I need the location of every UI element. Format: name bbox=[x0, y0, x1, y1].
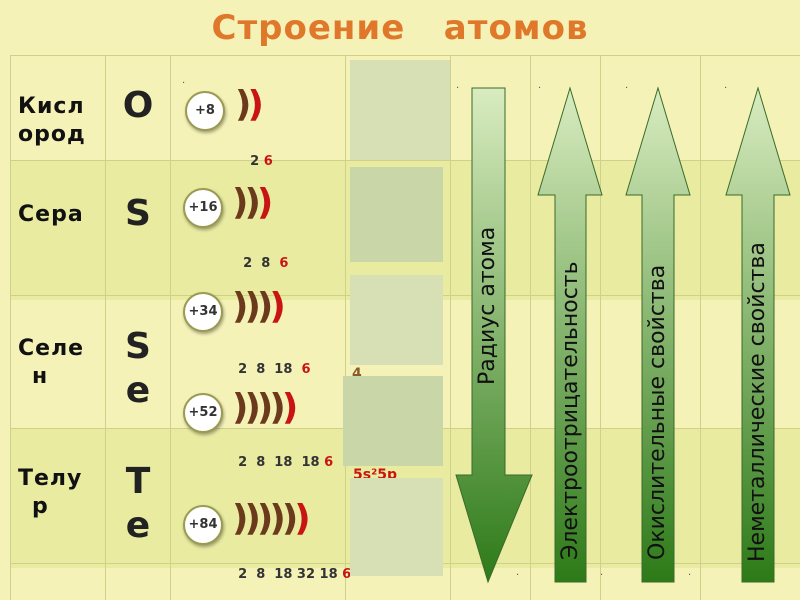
grid-line bbox=[600, 55, 601, 600]
element-symbol-sulfur: S bbox=[113, 193, 163, 234]
dot: · bbox=[538, 83, 542, 94]
element-name-line: Телу bbox=[18, 466, 83, 491]
element-symbol-letter: T bbox=[125, 461, 151, 502]
cover-box bbox=[343, 376, 443, 466]
grid-line bbox=[345, 55, 346, 600]
nucleus-charge-oxygen: +8 bbox=[185, 91, 225, 131]
nucleus-charge-52: +52 bbox=[183, 393, 223, 433]
element-name-oxygen: Кисл ород bbox=[18, 93, 86, 149]
element-name-line: ород bbox=[18, 122, 86, 147]
cover-box bbox=[350, 167, 443, 262]
element-symbol-selenium: S e bbox=[113, 325, 163, 413]
cover-box bbox=[350, 275, 443, 365]
arrow-up-nonmetallic bbox=[725, 86, 791, 583]
nucleus-charge-tellurium: +84 bbox=[183, 505, 223, 545]
element-name-line: Селе bbox=[18, 336, 85, 361]
arrow-label-oxidizing: Окислительные свойства bbox=[645, 264, 670, 560]
element-symbol-letter: e bbox=[125, 505, 151, 546]
element-name-selenium: Селе н bbox=[18, 335, 84, 391]
grid-line bbox=[450, 55, 451, 600]
element-name-line: н bbox=[32, 364, 49, 389]
element-name-tellurium: Телу р bbox=[18, 465, 82, 521]
grid-line bbox=[700, 55, 701, 600]
element-symbol-letter: S bbox=[125, 326, 151, 367]
element-name-line: р bbox=[32, 494, 49, 519]
cover-box bbox=[350, 60, 450, 160]
nucleus-charge-sulfur: +16 bbox=[183, 188, 223, 228]
grid-line bbox=[170, 55, 171, 600]
element-name-line: Кисл bbox=[18, 94, 85, 119]
dot: · bbox=[516, 570, 520, 581]
arrow-label-nonmetallic: Неметаллические свойства bbox=[745, 242, 770, 562]
element-symbol-oxygen: O bbox=[113, 85, 163, 126]
grid-line bbox=[530, 55, 531, 600]
grid-line bbox=[10, 55, 11, 600]
electron-config-oxygen: 2 6 bbox=[250, 154, 273, 169]
element-name-line: Сера bbox=[18, 202, 84, 227]
dot: · bbox=[688, 570, 692, 581]
page-title: Строение атомов bbox=[211, 8, 589, 48]
electron-config-52: 2 8 18 18 6 bbox=[238, 455, 334, 470]
electron-config-tellurium: 2 8 18 32 18 6 bbox=[238, 567, 352, 582]
cover-box bbox=[350, 478, 443, 576]
grid-line bbox=[10, 55, 800, 56]
grid-line bbox=[10, 160, 800, 161]
element-symbol-letter: O bbox=[122, 85, 154, 126]
dot: · bbox=[724, 83, 728, 94]
arrow-down-radius bbox=[455, 87, 533, 584]
element-symbol-tellurium: T e bbox=[113, 460, 163, 548]
element-symbol-letter: S bbox=[125, 193, 151, 234]
electron-shells-selenium: )))) bbox=[232, 286, 286, 327]
electron-config-sulfur: 2 8 6 bbox=[243, 256, 289, 271]
grid-line bbox=[105, 55, 106, 600]
dot: · bbox=[625, 83, 629, 94]
dot: · bbox=[456, 83, 460, 94]
element-name-sulfur: Сера bbox=[18, 201, 84, 229]
arrow-label-electronegativity: Электроотрицательность bbox=[558, 261, 583, 560]
dot: · bbox=[182, 78, 186, 89]
nucleus-charge-selenium: +34 bbox=[183, 292, 223, 332]
arrow-up-electronegativity bbox=[537, 86, 603, 583]
element-symbol-letter: e bbox=[125, 370, 151, 411]
partial-digit: 4 bbox=[352, 366, 362, 382]
arrow-label-radius: Радиус атома bbox=[475, 226, 500, 385]
dot: · bbox=[600, 570, 604, 581]
electron-config-selenium: 2 8 18 6 bbox=[238, 362, 311, 377]
arrow-up-oxidizing bbox=[625, 86, 691, 583]
